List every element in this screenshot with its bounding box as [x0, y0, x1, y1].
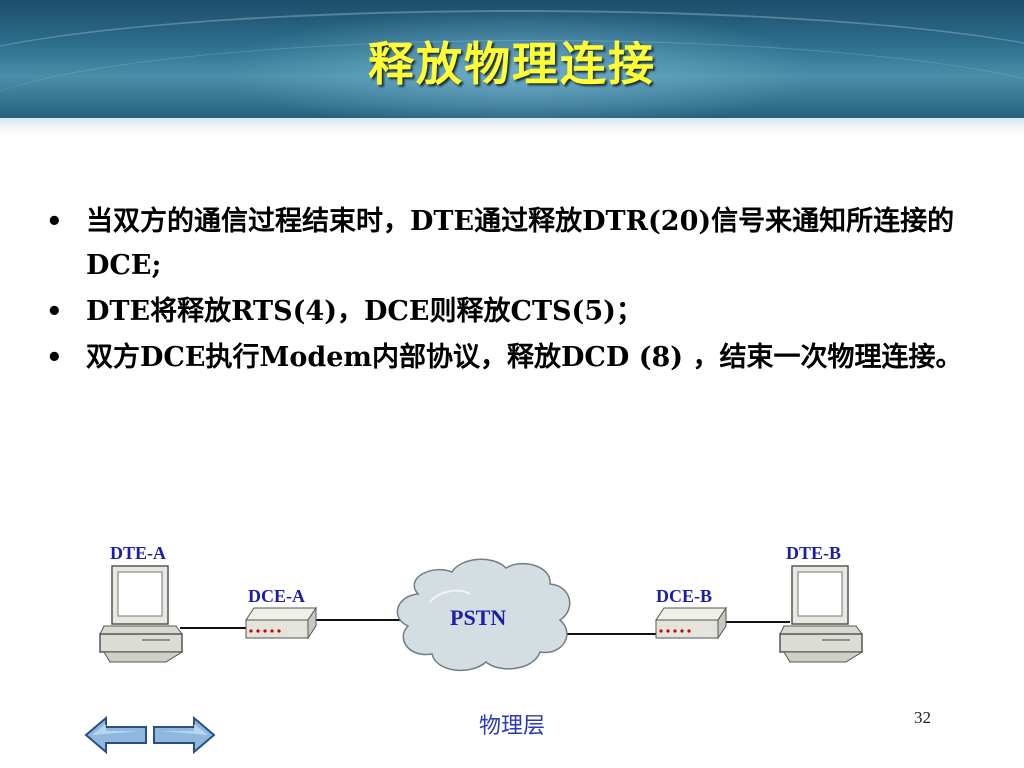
modem-b-icon: [655, 606, 727, 640]
section-label: 物理层: [478, 714, 545, 739]
banner-fade: [0, 118, 1024, 136]
diagram-graphics: [99, 558, 864, 672]
bullet-item: • 双方DCE执行Modem内部协议，释放DCD (8) ，结束一次物理连接。: [46, 336, 986, 380]
next-slide-button[interactable]: [150, 715, 216, 758]
bullet-item: • 当双方的通信过程结束时，DTE通过释放DTR(20)信号来通知所连接的DCE…: [46, 200, 986, 288]
left-arrow-icon: [84, 715, 147, 755]
slide-title: 释放物理连接: [368, 37, 656, 91]
right-arrow-icon: [153, 715, 216, 755]
prev-slide-button[interactable]: [84, 715, 150, 758]
bullet-dot: •: [46, 297, 63, 327]
bullet-text: DTE将释放RTS(4)，DCE则释放CTS(5)；: [86, 296, 643, 327]
cloud-icon: [396, 558, 571, 672]
title-banner: 释放物理连接: [0, 0, 1024, 128]
modem-a-icon: [245, 606, 317, 640]
dte-a-label: DTE-A: [110, 543, 167, 563]
dce-b-label: DCE-B: [656, 586, 713, 606]
bullet-dot: •: [46, 207, 63, 237]
page-number: 32: [914, 708, 931, 727]
bullet-text: 双方DCE执行Modem内部协议，释放DCD (8) ，结束一次物理连接。: [86, 342, 963, 373]
dte-b-label: DTE-B: [786, 543, 842, 563]
bullet-text: 当双方的通信过程结束时，DTE通过释放DTR(20)信号来通知所连接的DCE;: [86, 206, 955, 281]
pstn-label: PSTN: [450, 605, 507, 630]
bullet-item: • DTE将释放RTS(4)，DCE则释放CTS(5)；: [46, 290, 986, 334]
bullet-list: • 当双方的通信过程结束时，DTE通过释放DTR(20)信号来通知所连接的DCE…: [46, 200, 986, 382]
computer-b-icon: [779, 565, 864, 663]
connection-diagram: DTE-A DTE-B DCE-A DCE-B PSTN: [0, 530, 1024, 710]
bullet-dot: •: [46, 343, 63, 373]
dce-a-label: DCE-A: [248, 586, 305, 606]
computer-a-icon: [99, 565, 184, 663]
